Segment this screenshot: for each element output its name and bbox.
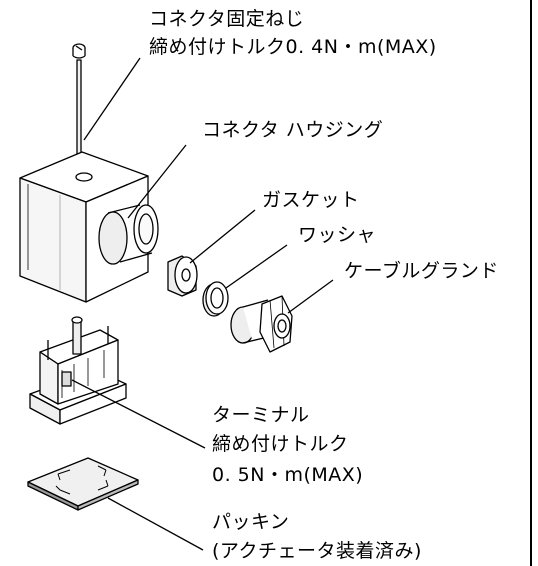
label-washer: ワッシャ: [298, 224, 377, 246]
washer: [202, 281, 229, 317]
frame-border: [530, 0, 532, 566]
leader-connector-housing: [127, 144, 187, 219]
terminal-block: [29, 316, 127, 425]
connector-housing: [19, 151, 159, 303]
cable-gland: [230, 295, 293, 353]
packing: [27, 457, 139, 511]
leader-gasket: [189, 209, 256, 264]
label-packing: パッキン: [212, 511, 290, 533]
label-terminal-torque-value: 0. 5N・m(MAX): [212, 464, 364, 486]
label-connector-screw: コネクタ固定ねじ: [149, 8, 305, 30]
label-packing-note: (アクチェータ装着済み): [212, 540, 422, 562]
label-terminal: ターミナル: [212, 404, 310, 426]
label-terminal-torque: 締め付けトルク: [212, 433, 349, 455]
label-connector-screw-torque: 締め付けトルク0. 4N・m(MAX): [149, 36, 437, 58]
connector-screw: [72, 43, 86, 157]
leader-cable-gland: [287, 279, 334, 314]
leader-connector-screw: [83, 57, 141, 141]
label-cable-gland: ケーブルグランド: [344, 260, 499, 282]
leader-packing: [107, 497, 204, 551]
label-connector-housing: コネクタ ハウジング: [202, 119, 384, 141]
leader-washer: [225, 244, 288, 289]
leader-terminal: [71, 379, 206, 449]
label-gasket: ガスケット: [262, 189, 360, 211]
gasket: [167, 255, 198, 297]
